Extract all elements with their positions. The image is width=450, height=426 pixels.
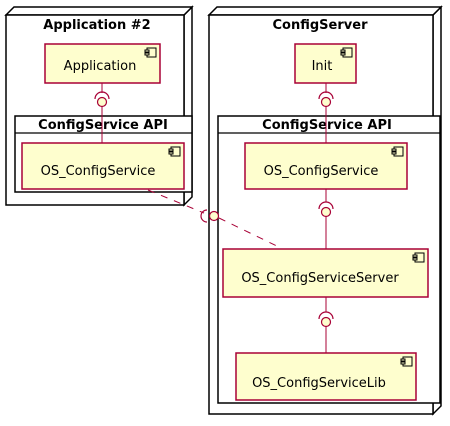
socket-right-top [318, 91, 334, 100]
component-icon [400, 356, 413, 367]
component-init-label: Init [312, 59, 333, 74]
node-application-2-top [4, 6, 194, 16]
interface-ball-right-mid [320, 206, 332, 218]
interface-ball-left-top [96, 96, 108, 108]
component-os-configservice-right-label: OS_ConfigService [264, 164, 379, 179]
component-os-configservice-left[interactable]: OS_ConfigService [21, 142, 185, 190]
component-os-configservicelib-label: OS_ConfigServiceLib [252, 376, 386, 391]
interface-ball-right-top [320, 96, 332, 108]
socket-right-mid [318, 201, 334, 210]
component-icon [391, 146, 404, 157]
node-configserver-top [207, 6, 443, 16]
package-left-title: ConfigService API [38, 118, 168, 133]
component-os-configserviceserver[interactable]: OS_ConfigServiceServer [222, 248, 429, 298]
package-right-title: ConfigService API [262, 118, 392, 133]
component-os-configserviceserver-box[interactable] [222, 248, 429, 298]
component-application[interactable]: Application [44, 43, 161, 84]
dashed-link-left-segment [147, 189, 205, 214]
dashed-link-right-segment [218, 217, 282, 249]
socket-left-top [94, 91, 110, 100]
interface-ball-right-bottom [320, 316, 332, 328]
component-icon [144, 47, 157, 58]
node-application-2-title: Application #2 [43, 18, 150, 33]
component-os-configservicelib[interactable]: OS_ConfigServiceLib [235, 352, 417, 401]
component-os-configservice-left-label: OS_ConfigService [41, 164, 156, 179]
component-os-configservice-left-box[interactable] [21, 142, 185, 190]
component-icon [340, 47, 353, 58]
node-configserver-title: ConfigServer [273, 18, 369, 33]
component-os-configserviceserver-label: OS_ConfigServiceServer [241, 271, 399, 286]
component-application-box[interactable] [44, 43, 161, 84]
component-application-label: Application [64, 59, 137, 74]
component-init[interactable]: Init [294, 43, 357, 84]
component-icon [412, 252, 425, 263]
socket-right-bottom [318, 311, 334, 320]
socket-dashed-middle [200, 209, 208, 223]
component-os-configservice-right[interactable]: OS_ConfigService [244, 142, 408, 190]
interface-ball-dashed [208, 210, 220, 222]
component-os-configservicelib-box[interactable] [235, 352, 417, 401]
component-icon [168, 146, 181, 157]
connectors [94, 83, 334, 353]
component-os-configservice-right-box[interactable] [244, 142, 408, 190]
